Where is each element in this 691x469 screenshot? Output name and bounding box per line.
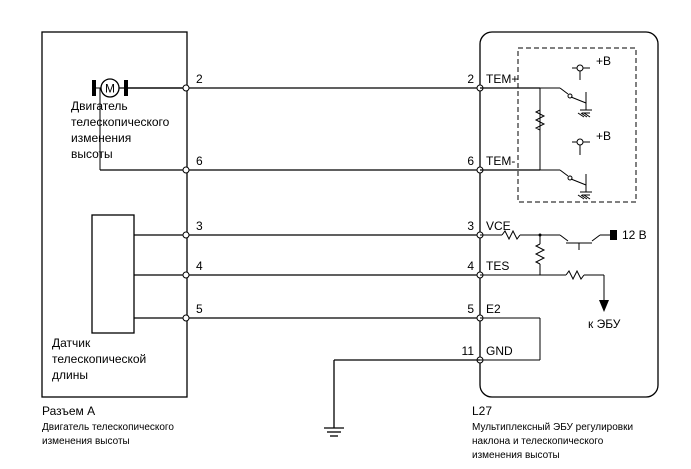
terminal-name: TEM+: [486, 72, 518, 86]
pin-number-right: 3: [467, 219, 474, 233]
pin-left-6: [182, 166, 190, 174]
ecu-caption-line: наклона и телескопического: [472, 436, 604, 447]
sensor-label-line: длины: [52, 368, 88, 382]
connector-a-box: [41, 31, 188, 398]
vce-circuit: [480, 229, 617, 250]
plus-b-label: +B: [596, 54, 611, 68]
pin-number-right: 2: [467, 72, 474, 86]
relay-switch-2: [540, 138, 592, 200]
connector-a-caption: Двигатель телескопического изменения выс…: [42, 422, 177, 447]
ground-symbol: [324, 427, 344, 437]
pin-left-5: [182, 314, 190, 322]
motor-label-line: Двигатель: [71, 99, 128, 113]
pin-left-3: [182, 231, 190, 239]
pin-number-left: 2: [196, 72, 203, 86]
terminal-name: VCE: [486, 219, 511, 233]
terminal-name: TEM-: [486, 154, 515, 168]
pin-number-left: 4: [196, 259, 203, 273]
motor-label-line: высоты: [71, 147, 113, 161]
ecu-caption-title: L27: [472, 404, 492, 418]
pin-number-right: 4: [467, 259, 474, 273]
sensor-box: [91, 214, 135, 334]
ecu-caption: Мультиплексный ЭБУ регулировки наклона и…: [472, 422, 636, 461]
motor-label: Двигатель телескопического изменения выс…: [71, 99, 173, 161]
plus-b-label: +B: [596, 129, 611, 143]
ecu-caption-line: изменения высоты: [472, 450, 560, 461]
pin-left-2: [182, 84, 190, 92]
to-ecu-label: к ЭБУ: [588, 317, 621, 331]
resistor: [534, 243, 546, 265]
pin-number-left: 5: [196, 302, 203, 316]
ecu-caption-line: Мультиплексный ЭБУ регулировки: [472, 422, 633, 433]
tes-circuit: [480, 269, 609, 312]
connector-a-caption-title: Разъем A: [42, 404, 95, 418]
sensor-label-line: телескопической: [52, 352, 146, 366]
terminal-name: E2: [486, 302, 501, 316]
connector-a-caption-line: Двигатель телескопического: [42, 422, 174, 433]
pin-number-left: 6: [196, 154, 203, 168]
pin-number-right: 6: [467, 154, 474, 168]
pin-left-4: [182, 271, 190, 279]
voltage-label: 12 В: [622, 228, 647, 242]
resistor: [565, 269, 585, 281]
pin-number-left: 3: [196, 219, 203, 233]
pin-number-right: 11: [462, 344, 475, 358]
ecu-driver-block: [517, 47, 637, 203]
resistor: [501, 229, 521, 241]
motor-icon: [100, 78, 120, 98]
terminal-name: TES: [486, 259, 509, 273]
motor-symbol-text: M: [105, 82, 115, 96]
motor-label-line: изменения: [71, 131, 131, 145]
sensor-label: Датчик телескопической длины: [52, 336, 150, 382]
motor: M: [92, 78, 186, 171]
relay-switch-1: [540, 64, 592, 118]
resistor: [534, 106, 546, 134]
sensor-label-line: Датчик: [52, 336, 91, 350]
connector-a-caption-line: изменения высоты: [42, 436, 130, 447]
motor-label-line: телескопического: [71, 115, 170, 129]
pin-number-right: 5: [467, 302, 474, 316]
ecu-l27-box: [479, 31, 659, 398]
terminal-name: GND: [486, 344, 513, 358]
